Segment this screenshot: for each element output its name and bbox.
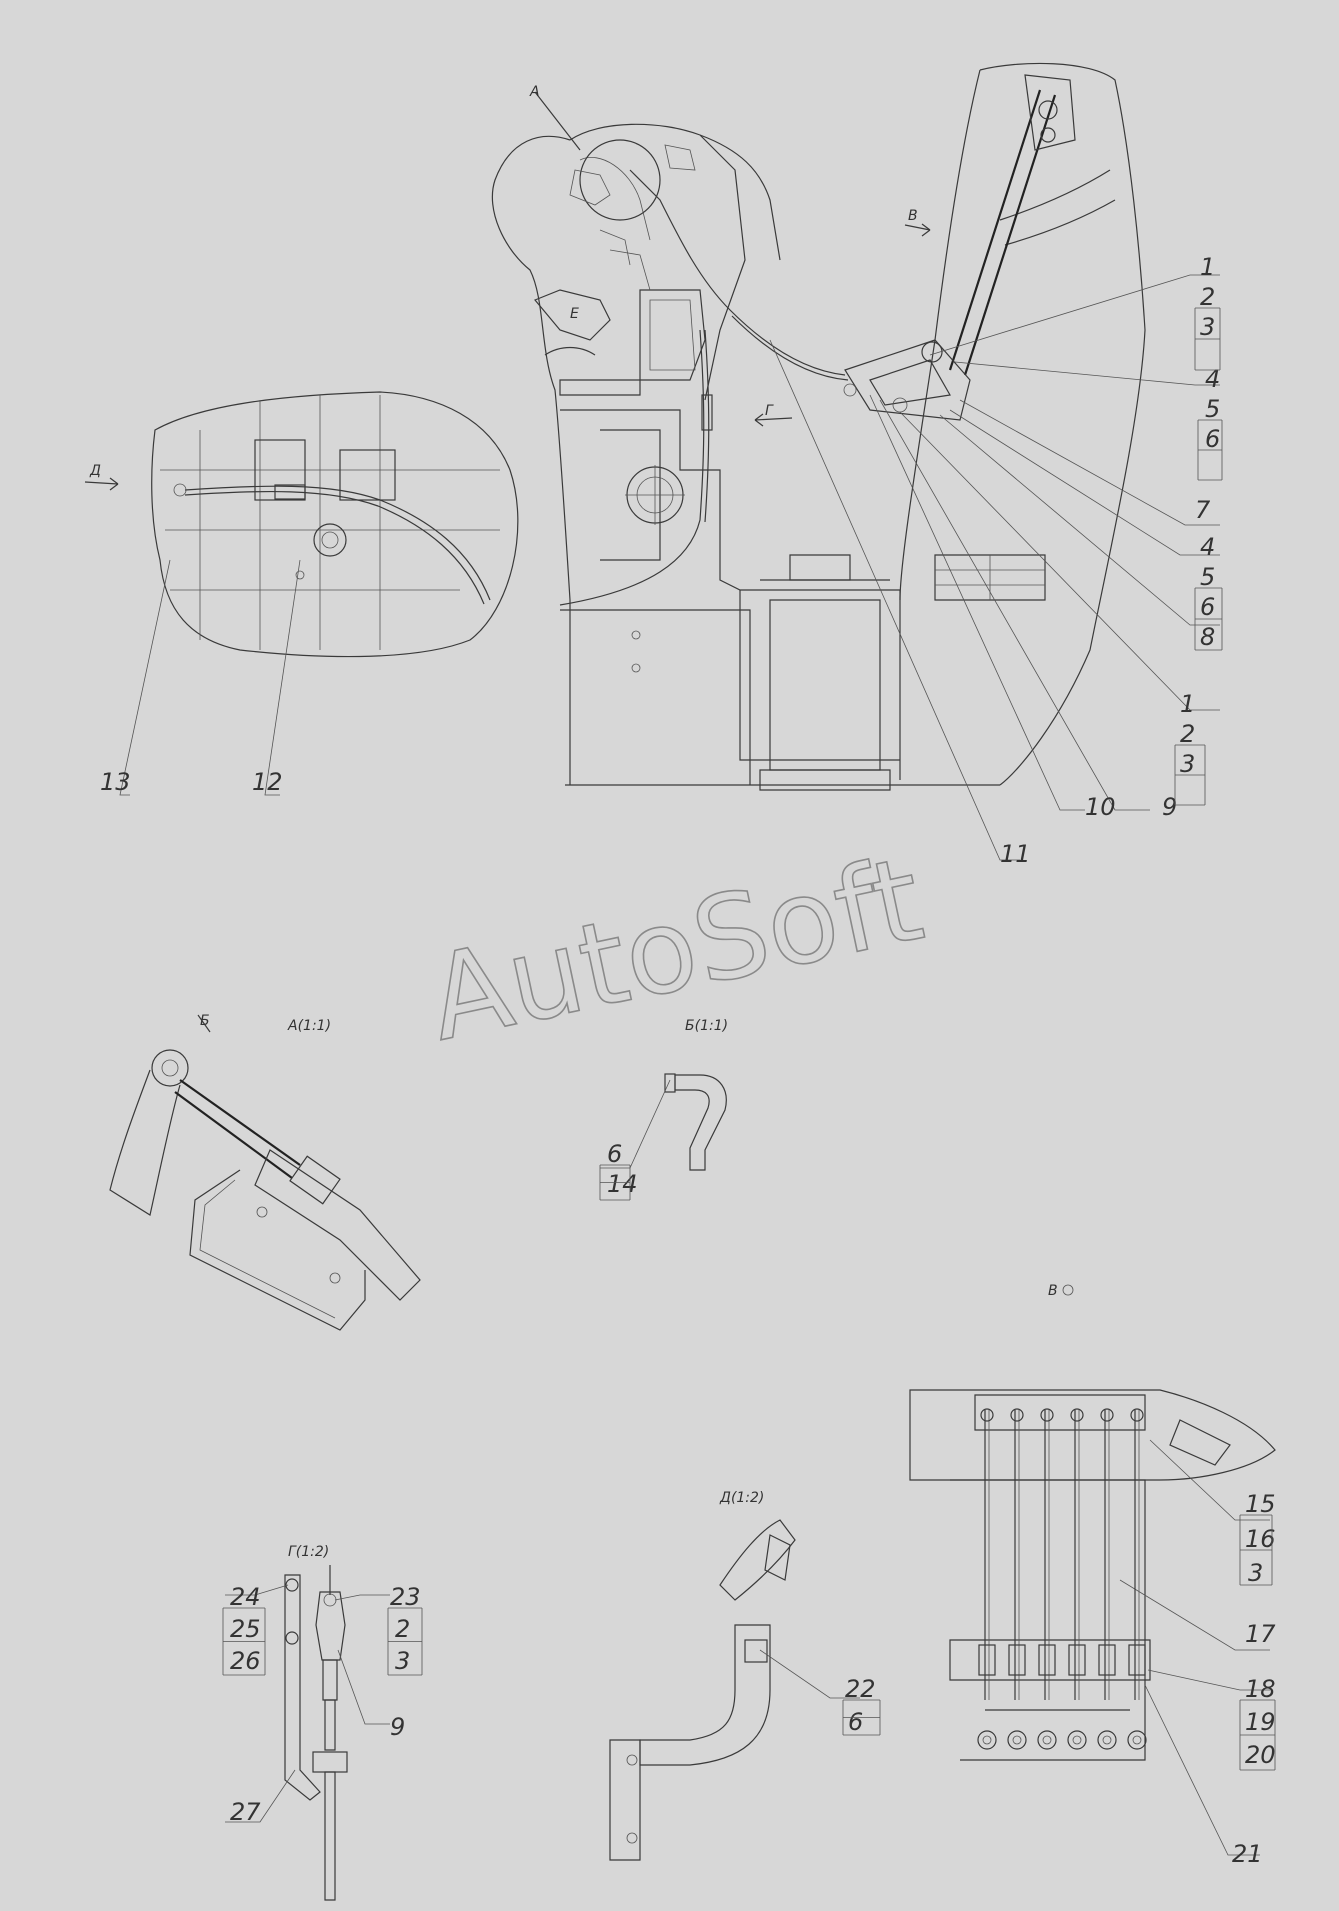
rod-nut-hole-3 (1072, 1735, 1082, 1745)
rod-nut-1 (1007, 1730, 1027, 1750)
rod-top-eye-3 (1070, 1408, 1084, 1422)
callout-6c-label: 6 (607, 1140, 622, 1168)
callout-boxes (222, 307, 1276, 1771)
callout-21-label: 21 (1232, 1840, 1263, 1868)
callout-18-label: 18 (1245, 1675, 1276, 1703)
callout-11-label: 11 (1000, 840, 1031, 868)
callout-9g-label: 9 (390, 1713, 405, 1741)
callout-box-5 (222, 1607, 266, 1676)
callout-9-label: 9 (1162, 793, 1177, 821)
rod-clamp-1 (1008, 1644, 1026, 1676)
callout-2c-label: 2 (395, 1615, 410, 1643)
callout-3b-label: 3 (1180, 750, 1195, 778)
detail-view-d-scale: Д(1:2) (609, 1490, 796, 1861)
callout-leaders (119, 274, 1270, 1856)
rod-nut-0 (977, 1730, 997, 1750)
callout-labels: 1 2 3 4 5 6 7 4 5 6 8 1 2 3 9 10 11 12 1… (100, 253, 1276, 1868)
view-label-b-arrow: Б (200, 1013, 210, 1029)
callout-20-label: 20 (1245, 1741, 1276, 1769)
view-label-a: А (529, 84, 540, 100)
detail-view-v: В (909, 1283, 1276, 1761)
callout-25-label: 25 (230, 1615, 261, 1643)
rod-top-eye-4 (1100, 1408, 1114, 1422)
callout-3c-label: 3 (395, 1647, 410, 1675)
view-scale-d: Д(1:2) (719, 1490, 764, 1506)
callout-14-label: 14 (607, 1170, 638, 1198)
callout-22-label: 22 (845, 1675, 876, 1703)
view-label-g: Г (765, 403, 774, 419)
rod-nut-hole-4 (1102, 1735, 1112, 1745)
view-v-cable-rods (977, 1408, 1147, 1750)
callout-box-9 (1239, 1699, 1276, 1771)
rod-nut-hole-2 (1042, 1735, 1052, 1745)
callout-box-1 (1197, 419, 1223, 481)
callout-box-3 (1174, 744, 1206, 806)
callout-3d-label: 3 (1248, 1559, 1263, 1587)
detail-view-a: А(1:1) Б (109, 1013, 421, 1331)
callout-19-label: 19 (1245, 1708, 1276, 1736)
callout-box-4 (599, 1164, 631, 1201)
rod-clamp-5 (1128, 1644, 1146, 1676)
callout-6b-label: 6 (1200, 593, 1215, 621)
rod-nut-2 (1037, 1730, 1057, 1750)
detail-view-d: Д (84, 391, 519, 658)
callout-6-label: 6 (1205, 425, 1220, 453)
callout-box-8 (1239, 1514, 1273, 1586)
rod-top-eye-1 (1010, 1408, 1024, 1422)
callout-23-label: 23 (390, 1583, 421, 1611)
main-cab-view: А В Г Е (491, 62, 1146, 791)
detail-view-g: Г(1:2) (284, 1544, 348, 1901)
callout-16-label: 16 (1245, 1525, 1276, 1553)
callout-4-label: 4 (1205, 365, 1220, 393)
callout-27-label: 27 (230, 1798, 261, 1826)
callout-15-label: 15 (1245, 1490, 1276, 1518)
rod-top-eye-2 (1040, 1408, 1054, 1422)
autosoft-watermark: AutoSoft (418, 832, 933, 1068)
callout-17-label: 17 (1245, 1620, 1276, 1648)
detail-view-b: Б(1:1) (664, 1018, 728, 1171)
callout-2-label: 2 (1200, 283, 1215, 311)
callout-4b-label: 4 (1200, 533, 1215, 561)
view-label-v-rotated: В (1048, 1283, 1058, 1299)
callout-12-label: 12 (252, 768, 283, 796)
callout-box-2 (1194, 587, 1223, 651)
rod-nut-3 (1067, 1730, 1087, 1750)
rod-top-eye-5 (1130, 1408, 1144, 1422)
view-label-v: В (908, 208, 918, 224)
callout-5b-label: 5 (1200, 563, 1215, 591)
callout-13-label: 13 (100, 768, 131, 796)
callout-box-6 (387, 1607, 423, 1676)
rod-nut-hole-0 (982, 1735, 992, 1745)
view-scale-b: Б(1:1) (685, 1018, 728, 1034)
callout-26-label: 26 (230, 1647, 261, 1675)
callout-6d-label: 6 (848, 1708, 863, 1736)
callout-8-label: 8 (1200, 623, 1215, 651)
callout-7-label: 7 (1195, 496, 1211, 524)
callout-1b-label: 1 (1180, 690, 1195, 718)
callout-10-label: 10 (1085, 793, 1116, 821)
rod-nut-4 (1097, 1730, 1117, 1750)
rod-nut-hole-5 (1132, 1735, 1142, 1745)
callout-1-label: 1 (1200, 253, 1215, 281)
rod-clamp-4 (1098, 1644, 1116, 1676)
rod-nut-hole-1 (1012, 1735, 1022, 1745)
callout-24-label: 24 (230, 1583, 261, 1611)
view-label-d: Д (89, 463, 101, 479)
callout-box-0 (1194, 307, 1221, 371)
callout-3-label: 3 (1200, 313, 1215, 341)
callout-box-7 (842, 1699, 881, 1736)
view-label-e: Е (570, 306, 579, 322)
rod-clamp-3 (1068, 1644, 1086, 1676)
view-scale-g: Г(1:2) (288, 1544, 329, 1560)
callout-2b-label: 2 (1180, 720, 1195, 748)
rod-clamp-0 (978, 1644, 996, 1676)
callout-5-label: 5 (1205, 395, 1220, 423)
rod-clamp-2 (1038, 1644, 1056, 1676)
rod-nut-5 (1127, 1730, 1147, 1750)
view-scale-a: А(1:1) (287, 1018, 331, 1034)
rod-top-eye-0 (980, 1408, 994, 1422)
